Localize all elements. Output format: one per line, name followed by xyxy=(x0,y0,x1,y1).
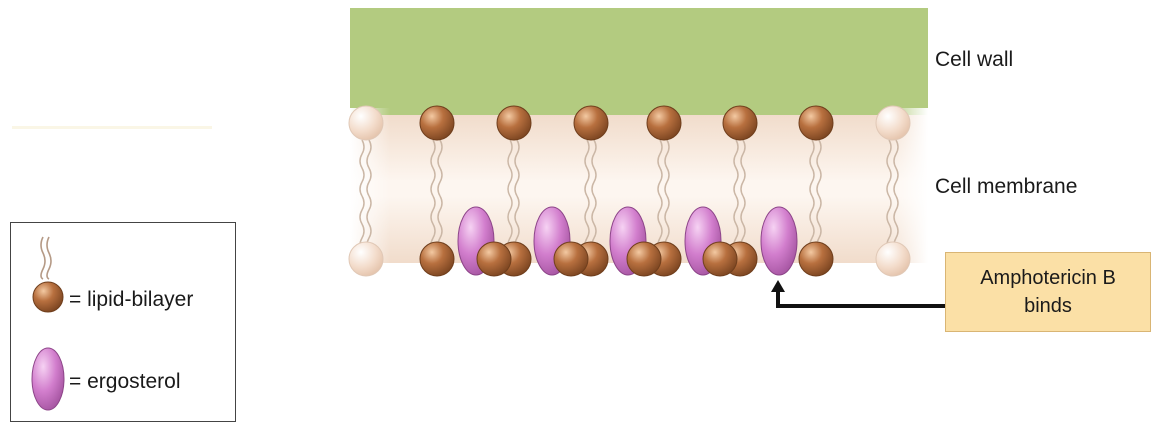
lipid-head xyxy=(477,242,511,276)
lipid-head xyxy=(876,106,910,140)
cell-membrane-label: Cell membrane xyxy=(935,175,1077,199)
lipid-head xyxy=(420,242,454,276)
ergosterol xyxy=(761,207,797,275)
callout-line-1: Amphotericin B xyxy=(980,264,1116,292)
lipid-head xyxy=(554,242,588,276)
callout-line-2: binds xyxy=(1024,292,1072,320)
lipid-head xyxy=(349,106,383,140)
legend-ergosterol-icon xyxy=(32,348,64,410)
lipid-head xyxy=(799,106,833,140)
lipid-head xyxy=(876,242,910,276)
pointer-arrow xyxy=(778,290,945,306)
amphotericin-callout: Amphotericin B binds xyxy=(945,252,1151,332)
legend: = lipid-bilayer = ergosterol xyxy=(10,222,236,422)
lipid-head xyxy=(723,106,757,140)
pointer-arrowhead xyxy=(771,280,785,292)
lipid-head xyxy=(349,242,383,276)
lipid-head xyxy=(703,242,737,276)
lipid-head xyxy=(497,106,531,140)
lipid-head xyxy=(420,106,454,140)
lipid-head xyxy=(574,106,608,140)
legend-lipid-icon xyxy=(33,237,63,312)
lipid-head xyxy=(647,106,681,140)
faint-line xyxy=(12,126,212,129)
lipid-head xyxy=(799,242,833,276)
legend-ergosterol-label: = ergosterol xyxy=(69,370,180,394)
cell-wall xyxy=(350,8,928,115)
legend-lipid-label: = lipid-bilayer xyxy=(69,288,193,312)
lipid-head xyxy=(627,242,661,276)
cell-wall-label: Cell wall xyxy=(935,48,1013,72)
